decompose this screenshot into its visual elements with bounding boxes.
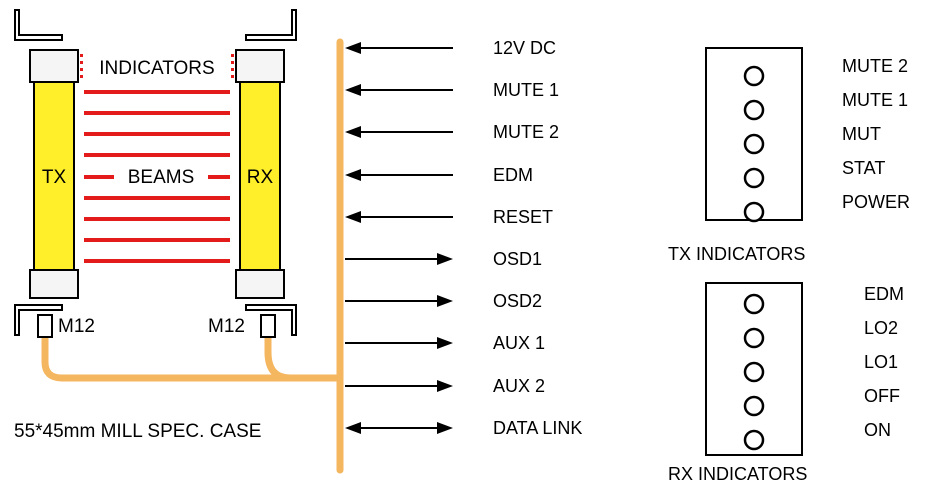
rx-cable xyxy=(264,334,294,382)
indicator-led xyxy=(743,293,765,315)
rx-bottom-bracket xyxy=(245,304,297,336)
signal-label: AUX 2 xyxy=(493,376,545,396)
tx-indicator-dot xyxy=(80,54,83,57)
tx-indicator-dot xyxy=(80,75,83,78)
rx-top-cap xyxy=(235,49,285,83)
rx-indicator-dot xyxy=(231,54,234,57)
indicator-label: EDM xyxy=(864,284,904,304)
indicator-led xyxy=(743,167,765,189)
indicator-label: POWER xyxy=(842,192,910,212)
indicator-led xyxy=(743,429,765,451)
tx-indicator-panel: MUTE 2 MUTE 1 MUT STAT POWER TX INDICATORS xyxy=(668,47,910,264)
arrow-head-right xyxy=(437,253,453,265)
signal-label: EDM xyxy=(493,165,533,185)
m12-left-label: M12 xyxy=(58,316,95,337)
rx-indicators-title: RX INDICATORS xyxy=(668,464,807,484)
beams xyxy=(84,90,230,263)
indicator-label: LO2 xyxy=(864,318,898,338)
arrow-head-left xyxy=(345,126,361,138)
arrow-head-left xyxy=(345,42,361,54)
case-spec-label: 55*45mm MILL SPEC. CASE xyxy=(14,421,261,442)
tx-m12-connector xyxy=(37,314,53,338)
arrow-head-right xyxy=(437,337,453,349)
signal-label: AUX 1 xyxy=(493,333,545,353)
cable-harness xyxy=(41,38,344,474)
signal-label: OSD2 xyxy=(493,291,542,311)
indicator-label: MUTE 1 xyxy=(842,90,908,110)
rx-top-bracket xyxy=(245,9,297,41)
indicator-led xyxy=(743,133,765,155)
signal-in: EDM xyxy=(345,165,533,185)
signal-label: RESET xyxy=(493,207,553,227)
signal-in: MUTE 1 xyxy=(345,80,559,100)
signal-out: OSD2 xyxy=(345,291,542,311)
tx-indicator-dot xyxy=(80,61,83,64)
tx-top-cap xyxy=(29,49,79,83)
tx-label: TX xyxy=(42,167,67,188)
rx-bottom-cap xyxy=(235,269,285,299)
signal-out: OSD1 xyxy=(345,249,542,269)
tx-indicator-list: MUTE 2 MUTE 1 MUT STAT POWER xyxy=(743,56,910,223)
indicator-led xyxy=(743,327,765,349)
beams-label: BEAMS xyxy=(128,167,195,188)
arrow-head-right xyxy=(437,295,453,307)
signal-in: MUTE 2 xyxy=(345,122,559,142)
rx-label: RX xyxy=(247,167,274,188)
indicators-label: INDICATORS xyxy=(99,58,214,79)
indicator-label: OFF xyxy=(864,386,900,406)
signal-out: AUX 2 xyxy=(345,376,545,396)
tx-emitter xyxy=(14,9,79,338)
rx-indicator-dot xyxy=(231,61,234,64)
indicator-led xyxy=(743,201,765,223)
rx-indicator-dot xyxy=(231,68,234,71)
signal-label: MUTE 1 xyxy=(493,80,559,100)
signal-both: DATA LINK xyxy=(345,418,582,438)
arrow-head-left xyxy=(345,84,361,96)
indicator-led xyxy=(743,395,765,417)
arrow-head-left xyxy=(345,422,361,434)
rx-indicator-dot xyxy=(231,75,234,78)
tx-bottom-bracket xyxy=(14,304,63,336)
signal-in: RESET xyxy=(345,207,553,227)
indicator-label: MUTE 2 xyxy=(842,56,908,76)
signal-label: MUTE 2 xyxy=(493,122,559,142)
arrow-head-right xyxy=(437,380,453,392)
tx-bottom-cap xyxy=(29,269,79,299)
indicator-label: STAT xyxy=(842,158,885,178)
indicator-led xyxy=(743,65,765,87)
arrow-head-left xyxy=(345,211,361,223)
signal-label: 12V DC xyxy=(493,38,556,58)
tx-indicator-dot xyxy=(80,68,83,71)
indicator-label: LO1 xyxy=(864,352,898,372)
tx-top-bracket xyxy=(14,9,63,41)
arrow-head-left xyxy=(345,169,361,181)
m12-right-label: M12 xyxy=(208,316,245,337)
signal-label: OSD1 xyxy=(493,249,542,269)
tx-indicators-title: TX INDICATORS xyxy=(668,244,805,264)
arrow-head-right xyxy=(437,422,453,434)
indicator-label: MUT xyxy=(842,124,881,144)
indicator-led xyxy=(743,361,765,383)
tx-cable xyxy=(41,334,344,382)
signal-label: DATA LINK xyxy=(493,418,582,438)
cap-indicator-dots xyxy=(80,54,234,78)
indicator-led xyxy=(743,99,765,121)
signal-out: AUX 1 xyxy=(345,333,545,353)
rx-m12-connector xyxy=(260,314,276,338)
rx-receiver xyxy=(235,9,297,338)
signal-in: 12V DC xyxy=(345,38,556,58)
indicator-label: ON xyxy=(864,420,891,440)
